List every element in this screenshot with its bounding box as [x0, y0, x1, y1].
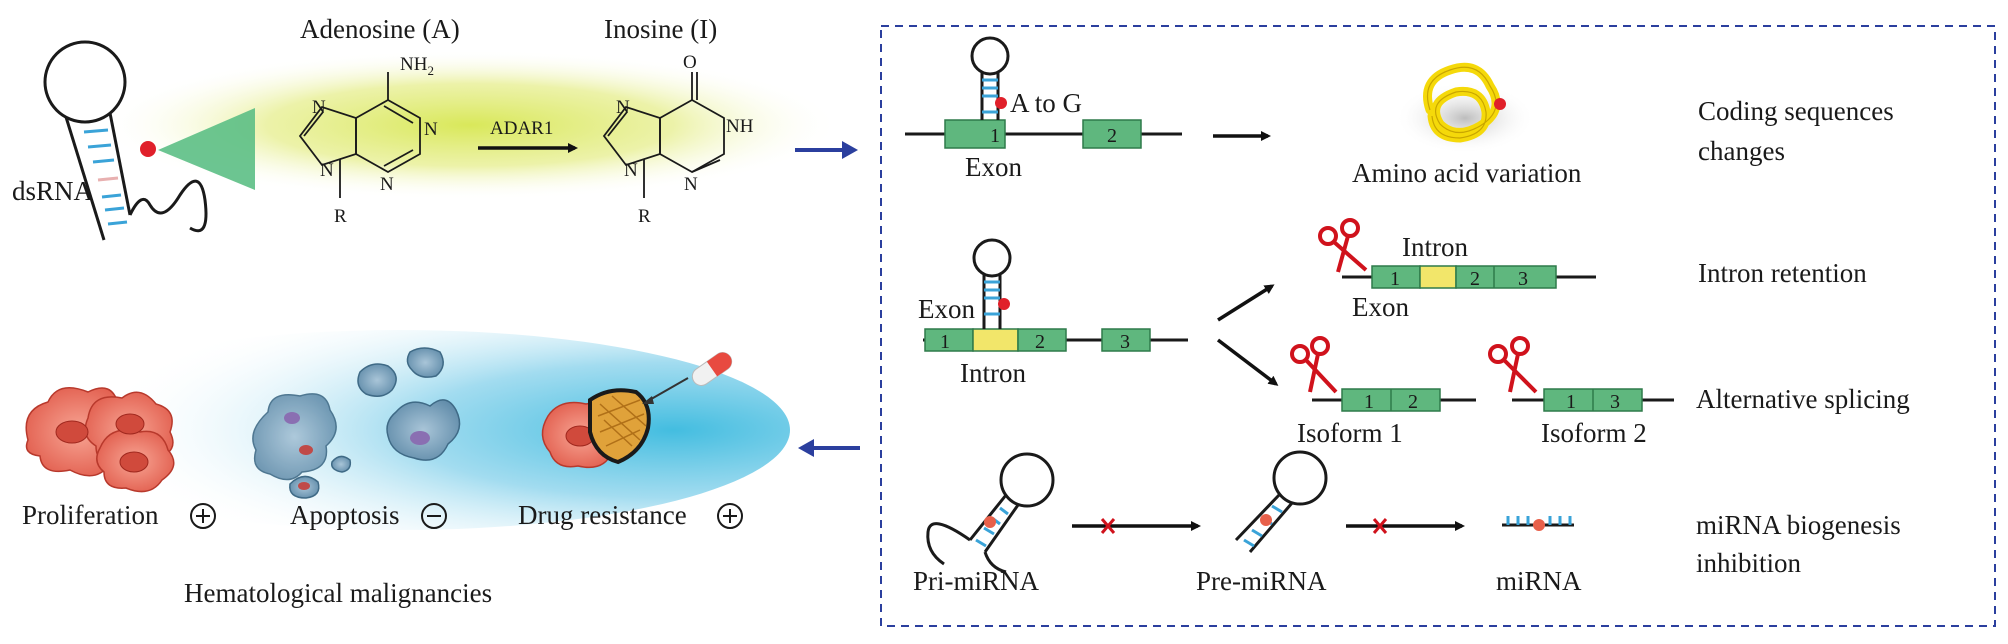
n-atom: N [424, 119, 438, 140]
yellow-glow-background [100, 50, 840, 200]
retention-arrow [1217, 284, 1275, 322]
drug-trajectory [645, 377, 689, 403]
malignancies-footer-label: Hematological malignancies [184, 578, 492, 608]
protein-knot-icon [1395, 62, 1535, 154]
pri-mirna-label: Pri-miRNA [913, 566, 1040, 596]
pre-mirna-label: Pre-miRNA [1196, 566, 1327, 596]
scissors-icon [1318, 218, 1368, 273]
nh2-atom: NH2 [400, 54, 434, 78]
row-alternative-splicing: 1 2 Isoform 1 1 3 Isoform 2 Alternative … [1290, 336, 1910, 448]
exon-number: 2 [1470, 268, 1480, 290]
apoptotic-cell-icon [252, 347, 461, 499]
n-atom: N [624, 160, 638, 181]
drug-capsule-icon [691, 352, 733, 386]
retained-exon-label: Exon [1352, 292, 1409, 322]
scissors-icon [1290, 336, 1338, 394]
isoform2-label: Isoform 2 [1541, 418, 1647, 448]
amino-acid-variation-label: Amino acid variation [1352, 158, 1582, 188]
exon-number: 3 [1518, 268, 1528, 290]
cancer-cell-icon [25, 387, 175, 493]
intron-retention-label: Intron retention [1698, 258, 1867, 288]
inosine-label: Inosine (I) [604, 14, 717, 44]
exon-number: 2 [1107, 125, 1117, 147]
n-atom: N [320, 160, 334, 181]
block-x-icon [1100, 518, 1116, 534]
isoform1-label: Isoform 1 [1297, 418, 1403, 448]
retained-intron-label: Intron [1402, 232, 1468, 262]
row-intron-retention: 1 2 3 Intron Exon Intron retention [1318, 218, 1867, 322]
alternative-splicing-label: Alternative splicing [1696, 384, 1910, 414]
malignancy-outcomes-section: Proliferation Apoptosis Drug resistance … [10, 330, 790, 608]
coding-sequences-label: Coding sequences [1698, 96, 1894, 126]
n-atom: N [616, 97, 630, 118]
hairpin-icon [972, 238, 1012, 329]
a-to-g-label: A to G [1010, 88, 1082, 118]
mirna-label: miRNA [1496, 566, 1582, 596]
inosine-structure [602, 72, 725, 198]
plus-circle-icon [717, 503, 743, 529]
to-effects-arrowhead [842, 141, 858, 159]
block-x-icon [1372, 518, 1388, 534]
inhibition-label: inhibition [1696, 548, 1802, 578]
exon-number: 2 [1408, 391, 1418, 413]
exon-number: 2 [1035, 331, 1045, 353]
to-outcomes-arrowhead [798, 439, 814, 457]
scissors-icon [1488, 336, 1538, 394]
drug-resistance-label: Drug resistance [518, 500, 687, 530]
n-atom: N [312, 97, 326, 118]
shield-icon [588, 388, 651, 465]
exon-label: Exon [965, 152, 1022, 182]
mirna-biogenesis-label: miRNA biogenesis [1696, 510, 1901, 540]
zoom-cone [158, 108, 255, 190]
row-coding-changes: 1 2 A to G Exon Amino acid variation Cod… [905, 36, 1894, 188]
adenosine-label: Adenosine (A) [300, 14, 460, 44]
exon-number: 1 [940, 331, 950, 353]
mature-mirna-icon [1502, 516, 1574, 531]
exon-label: Exon [918, 294, 975, 324]
pri-mirna-icon [926, 452, 1055, 574]
adenosine-structure [298, 72, 421, 198]
exon-number: 1 [990, 125, 1000, 147]
exon-number: 1 [1364, 391, 1374, 413]
pre-mirna-icon [1234, 450, 1328, 553]
r-atom: R [334, 206, 347, 227]
proliferation-label: Proliferation [22, 500, 159, 530]
effects-panel-border [880, 25, 1996, 627]
changes-label: changes [1698, 136, 1785, 166]
row-mirna-biogenesis: Pri-miRNA Pre-miRNA [913, 450, 1901, 596]
hairpin-icon [970, 36, 1010, 120]
n-atom: N [684, 174, 698, 195]
plus-circle-icon [190, 503, 216, 529]
apoptosis-label: Apoptosis [290, 500, 400, 530]
intron-label: Intron [960, 358, 1026, 388]
dsrna-hairpin-icon [43, 40, 208, 241]
exon-number: 3 [1610, 391, 1620, 413]
r-atom: R [638, 206, 651, 227]
nh-atom: NH [726, 116, 754, 137]
drug-arrowhead [642, 396, 654, 404]
exon-number: 1 [1390, 268, 1400, 290]
minus-circle-icon [421, 503, 447, 529]
adar-reaction-section: dsRNA Adenosine (A) Inosine (I) NH2 N N … [12, 14, 840, 241]
exon-number: 3 [1120, 331, 1130, 353]
n-atom: N [380, 174, 394, 195]
row-splicing-source: 1 2 3 Exon Intron [918, 238, 1279, 388]
o-atom: O [683, 52, 697, 73]
splicing-arrow [1216, 338, 1279, 386]
dsrna-label: dsRNA [12, 176, 94, 206]
enzyme-label: ADAR1 [490, 118, 553, 139]
exon-number: 1 [1566, 391, 1576, 413]
